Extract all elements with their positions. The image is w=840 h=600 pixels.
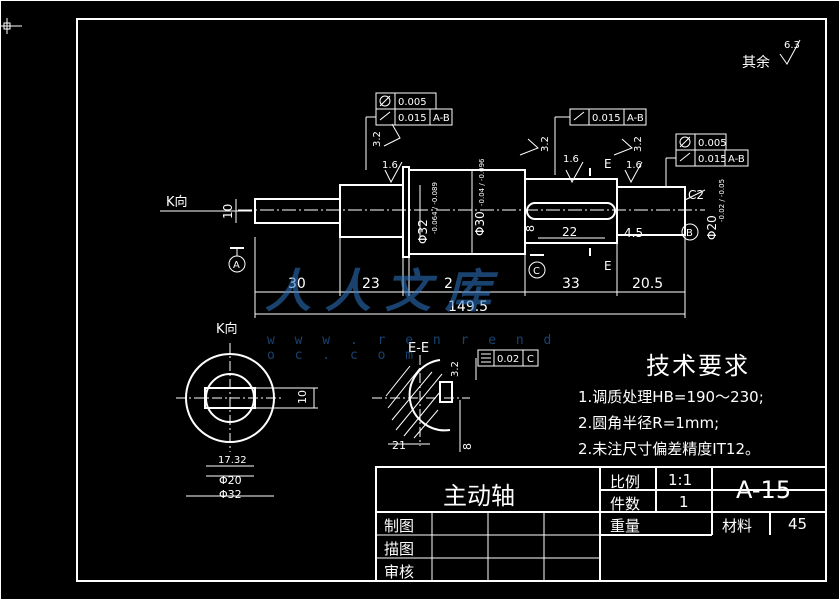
dim-d20: Φ20 — [705, 215, 719, 240]
drawn-by-label: 制图 — [384, 517, 415, 535]
tech-item-2: 2.圆角半径R=1mm; — [578, 414, 720, 432]
roughness-16-right: 1.6 — [626, 160, 642, 171]
section-e-bottom-label: E — [604, 259, 612, 273]
material-value: 45 — [788, 515, 808, 533]
dim-l23: 23 — [362, 276, 380, 292]
part-name: 主动轴 — [443, 482, 515, 510]
section-drawing — [372, 355, 477, 452]
gdt-frame-left — [365, 92, 453, 170]
length-dim-lines — [254, 235, 686, 318]
section-21: 21 — [392, 439, 406, 452]
datum-a-circle — [228, 255, 246, 273]
qty-label: 件数 — [610, 495, 641, 513]
cursor-crosshair — [0, 18, 22, 34]
k-view-d32: Φ32 — [219, 488, 242, 501]
gdt-mid-ref: A-B — [627, 113, 644, 124]
dim-d32-tol: -0.064 / -0.089 — [431, 182, 439, 234]
checked-by-label: 审核 — [384, 563, 415, 581]
section-e-top-label: E — [604, 157, 612, 171]
qty-value: 1 — [679, 493, 689, 511]
roughness-16-left: 1.6 — [382, 160, 398, 171]
surface-finish-value: 6.3 — [784, 40, 800, 51]
roughness-16-mid: 1.6 — [563, 154, 579, 165]
gdt-right-ref: A-B — [728, 154, 745, 165]
roughness-32-left: 3.2 — [372, 131, 383, 147]
section-8: 8 — [461, 443, 474, 450]
section-roughness: 3.2 — [450, 361, 461, 377]
tech-title: 技术要求 — [646, 352, 750, 380]
dim-d30: Φ30 — [473, 211, 487, 236]
k-view-d20: Φ20 — [219, 474, 242, 487]
gdt-right-circularity: 0.005 — [698, 138, 727, 149]
tech-item-1: 1.调质处理HB=190～230; — [578, 388, 764, 406]
scale-value: 1:1 — [668, 471, 693, 489]
datum-c-circle — [528, 261, 546, 279]
drawing-number: A-15 — [736, 476, 792, 504]
gdt-frame-middle — [554, 108, 647, 175]
k-view-1732: 17.32 — [218, 455, 247, 466]
datum-b-letter: B — [686, 228, 693, 239]
dim-d32: Φ32 — [416, 219, 430, 244]
gdt-left-circularity: 0.005 — [398, 97, 427, 108]
gdt-left-ref: A-B — [433, 113, 450, 124]
dim-d20-tol: -0.02 / -0.05 — [718, 179, 726, 222]
gdt-left-runout: 0.015 — [398, 113, 427, 124]
roughness-32-mid: 3.2 — [540, 136, 551, 152]
k-view-title: K向 — [216, 321, 238, 337]
gdt-section-frame — [477, 349, 539, 367]
dim-l2: 2 — [444, 276, 453, 292]
chamfer-leader — [684, 189, 706, 201]
dim-l33: 33 — [562, 276, 580, 292]
surface-finish-symbol — [779, 39, 801, 65]
datum-b-circle — [681, 223, 699, 241]
section-title: E-E — [408, 341, 429, 356]
gdt-frame-right — [665, 133, 749, 187]
scale-label: 比例 — [610, 473, 641, 491]
weight-label: 重量 — [610, 517, 641, 535]
k-view-drawing — [176, 343, 318, 497]
roughness-32-right: 3.2 — [633, 136, 644, 152]
dim-d10-left: 10 — [221, 204, 235, 219]
gdt-right-runout: 0.015 — [698, 154, 727, 165]
datum-c-letter: C — [533, 266, 540, 277]
material-label: 材料 — [722, 517, 753, 535]
dim-d30-tol: -0.04 / -0.096 — [478, 158, 486, 206]
title-block-thin-grid — [376, 512, 600, 581]
traced-by-label: 描图 — [384, 540, 415, 558]
surface-finish-label: 其余 — [742, 54, 770, 71]
k-view-width: 10 — [296, 390, 309, 404]
dim-l1495: 149.5 — [448, 299, 488, 315]
dim-45: 4.5 — [624, 226, 643, 240]
gdt-mid-runout: 0.015 — [592, 113, 621, 124]
technical-requirements: 技术要求 1.调质处理HB=190～230; 2.圆角半径R=1mm; 2.未注… — [578, 346, 828, 459]
roughness-symbols — [383, 123, 643, 184]
datum-a-letter: A — [233, 260, 240, 271]
dim-key-depth: 8 — [524, 225, 537, 232]
dim-l30: 30 — [288, 276, 306, 292]
gdt-section-value: 0.02 — [497, 354, 519, 365]
title-block-grid — [375, 466, 827, 582]
tech-item-3: 2.未注尺寸偏差精度IT12。 — [578, 440, 760, 458]
dim-22: 22 — [562, 225, 577, 239]
k-view-arrow-label: K向 — [166, 194, 188, 210]
shaft-profile — [254, 166, 686, 258]
dim-l205: 20.5 — [632, 276, 663, 292]
gdt-section-ref: C — [527, 354, 534, 365]
